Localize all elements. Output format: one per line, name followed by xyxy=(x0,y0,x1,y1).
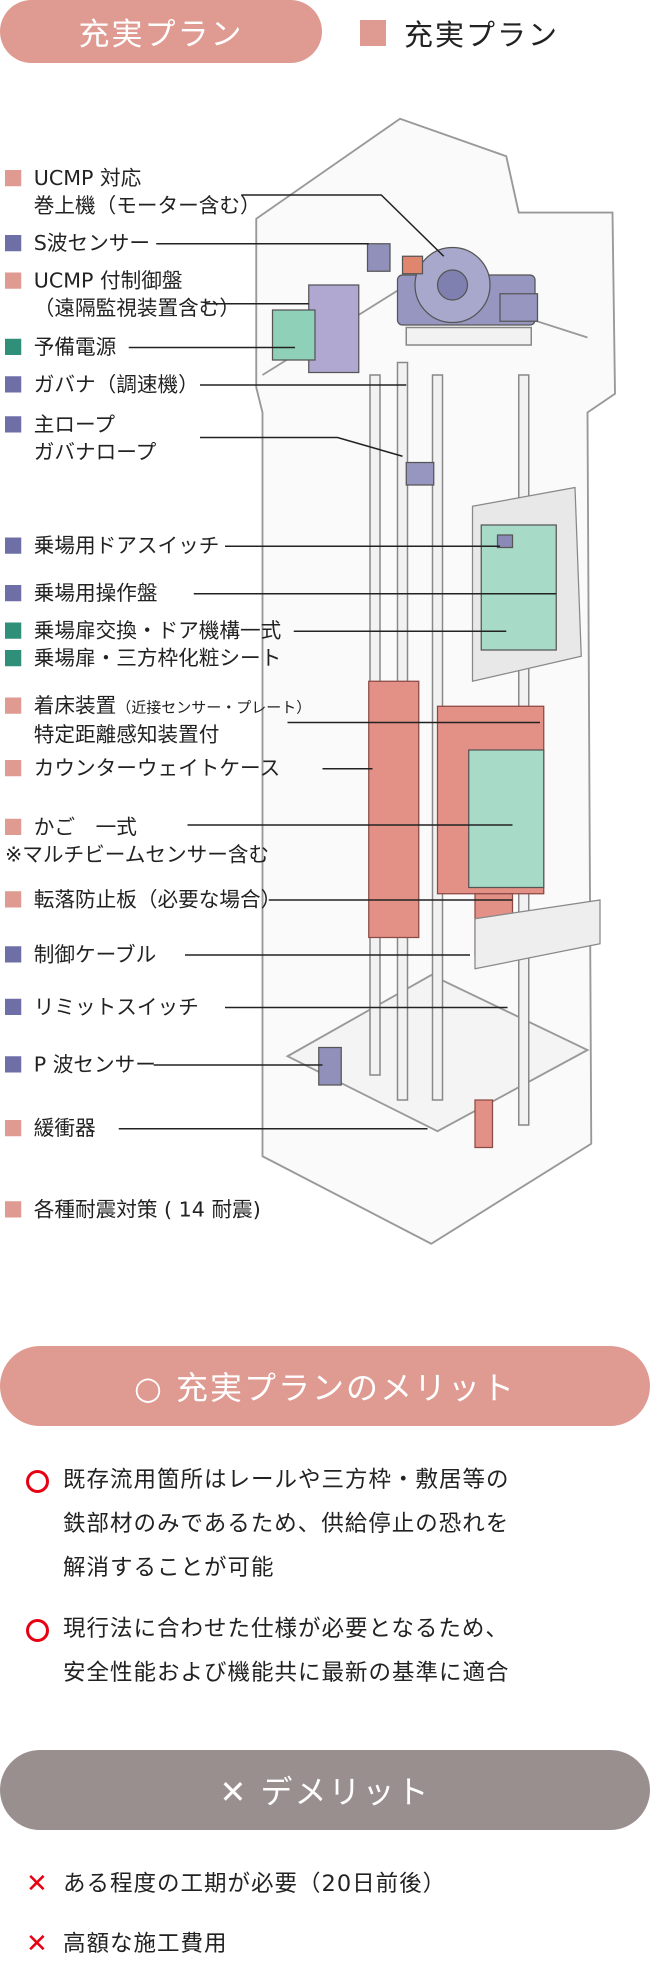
component-label: 予備電源 xyxy=(5,334,116,362)
label-line: カウンターウェイトケース xyxy=(33,756,281,780)
merit-line: 既存流用箇所はレールや三方枠・敷居等の xyxy=(63,1467,510,1493)
color-square-icon xyxy=(5,537,22,554)
merit-line: 現行法に合わせた仕様が必要となるため、 xyxy=(63,1616,509,1642)
circle-icon xyxy=(26,1470,49,1493)
demerit-item: ✕ 高額な施工費用 xyxy=(26,1922,228,1966)
label-line: 特定距離感知装置付 xyxy=(33,722,220,747)
component-label: UCMP 対応巻上機（モーター含む） xyxy=(5,165,261,220)
label-line: 乗場用操作盤 xyxy=(33,581,158,605)
leader-lines xyxy=(118,194,557,1130)
label-line: UCMP 付制御盤 xyxy=(33,268,183,293)
color-square-icon xyxy=(5,235,22,252)
color-square-icon xyxy=(5,946,22,963)
buffer xyxy=(474,1099,494,1149)
label-line: （遠隔監視装置含む） xyxy=(33,296,240,320)
machine xyxy=(396,246,539,486)
landing-door xyxy=(471,486,582,683)
plan-title-pill: 充実プラン xyxy=(0,0,322,63)
component-label: 制御ケーブル xyxy=(5,941,156,969)
component-label: 主ロープガバナロープ xyxy=(5,411,156,466)
color-square-icon xyxy=(5,272,22,289)
demerit-text: 高額な施工費用 xyxy=(63,1931,228,1957)
label-line: 乗場用ドアスイッチ xyxy=(33,533,220,558)
s-wave-sensor xyxy=(366,243,391,272)
label-line: 巻上機（モーター含む） xyxy=(33,193,261,218)
component-label: 各種耐震対策 ( 14 耐震) xyxy=(5,1196,261,1224)
color-square-icon xyxy=(5,170,22,187)
p-wave-sensor xyxy=(318,1046,342,1086)
color-square-icon xyxy=(5,891,22,908)
component-label: 着床装置（近接センサー・プレート） 特定距離感知装置付 xyxy=(5,693,311,749)
label-line: 予備電源 xyxy=(33,335,117,359)
label-line: かご 一式 xyxy=(33,815,137,839)
color-square-icon xyxy=(5,585,22,602)
component-label: 緩衝器 xyxy=(5,1115,96,1143)
label-line: S波センサー xyxy=(33,231,150,255)
circle-icon xyxy=(26,1619,49,1642)
demerit-item: ✕ ある程度の工期が必要（20日前後） xyxy=(26,1862,446,1906)
label-line: UCMP 対応 xyxy=(33,166,142,190)
label-line: ガバナ（調速機） xyxy=(33,372,199,397)
label-line: ※マルチビームセンサー含む xyxy=(5,842,270,867)
landing-sill xyxy=(474,899,601,970)
color-square-icon xyxy=(5,650,22,667)
component-label: かご 一式 ※マルチビームセンサー含む xyxy=(5,814,269,869)
color-square-icon xyxy=(5,338,22,355)
component-label: カウンターウェイトケース xyxy=(5,755,280,783)
label-line: P 波センサー xyxy=(33,1052,156,1077)
label-line: 乗場扉交換・ドア機構一式 xyxy=(33,618,282,643)
label-line: リミットスイッチ xyxy=(33,995,199,1019)
color-square-icon xyxy=(5,1056,22,1073)
color-square-icon xyxy=(5,697,22,714)
label-note: （近接センサー・プレート） xyxy=(116,698,312,717)
color-square-icon xyxy=(5,760,22,777)
label-line: 着床装置 xyxy=(33,693,117,718)
governor xyxy=(405,461,435,486)
label-line: 主ロープ xyxy=(33,412,116,437)
merit-item: 現行法に合わせた仕様が必要となるため、安全性能および機能共に最新の基準に適合 xyxy=(26,1607,510,1695)
color-square-icon xyxy=(5,1120,22,1137)
color-square-icon xyxy=(5,1201,22,1218)
legend: 充実プラン xyxy=(360,12,559,54)
label-line: 制御ケーブル xyxy=(33,942,157,967)
merit-line: 安全性能および機能共に最新の基準に適合 xyxy=(63,1660,510,1686)
color-square-icon xyxy=(5,818,22,835)
legend-label: 充実プラン xyxy=(404,18,560,52)
label-line: 緩衝器 xyxy=(33,1116,96,1140)
merit-line: 鉄部材のみであるため、供給停止の恐れを xyxy=(63,1511,510,1537)
component-label: P 波センサー xyxy=(5,1051,156,1079)
label-line: ガバナロープ xyxy=(33,440,157,464)
color-square-icon xyxy=(5,376,22,393)
legend-swatch xyxy=(360,20,386,46)
control-panel xyxy=(271,284,360,374)
component-label: 乗場扉交換・ドア機構一式 xyxy=(5,618,281,646)
component-label: 乗場扉・三方枠化粧シート xyxy=(5,645,281,673)
demerit-heading: ✕ デメリット xyxy=(0,1750,650,1830)
label-line: 各種耐震対策 ( 14 耐震) xyxy=(33,1197,261,1222)
diagram-area: UCMP 対応巻上機（モーター含む） S波センサー UCMP 付制御盤 （遠隔監視装置… xyxy=(5,117,616,1245)
component-label: リミットスイッチ xyxy=(5,994,199,1022)
merit-line: 解消することが可能 xyxy=(63,1555,275,1581)
component-label: 乗場用ドアスイッチ xyxy=(5,533,219,561)
label-line: 転落防止板（必要な場合） xyxy=(33,887,282,912)
merit-item: 既存流用箇所はレールや三方枠・敷居等の鉄部材のみであるため、供給停止の恐れを解消… xyxy=(26,1458,510,1590)
component-label: S波センサー xyxy=(5,230,150,258)
component-label: UCMP 付制御盤 （遠隔監視装置含む） xyxy=(5,268,240,323)
color-square-icon xyxy=(5,622,22,639)
demerit-text: ある程度の工期が必要（20日前後） xyxy=(63,1871,447,1897)
color-square-icon xyxy=(5,416,22,433)
cross-icon: ✕ xyxy=(26,1929,49,1959)
component-label: 転落防止板（必要な場合） xyxy=(5,886,281,914)
elevator-diagram xyxy=(118,117,616,1245)
component-label: 乗場用操作盤 xyxy=(5,580,158,608)
color-square-icon xyxy=(5,998,22,1015)
cross-icon: ✕ xyxy=(26,1869,49,1899)
component-label: ガバナ（調速機） xyxy=(5,371,199,399)
merit-heading: ○ 充実プランのメリット xyxy=(0,1346,650,1426)
label-line: 乗場扉・三方枠化粧シート xyxy=(33,646,282,670)
